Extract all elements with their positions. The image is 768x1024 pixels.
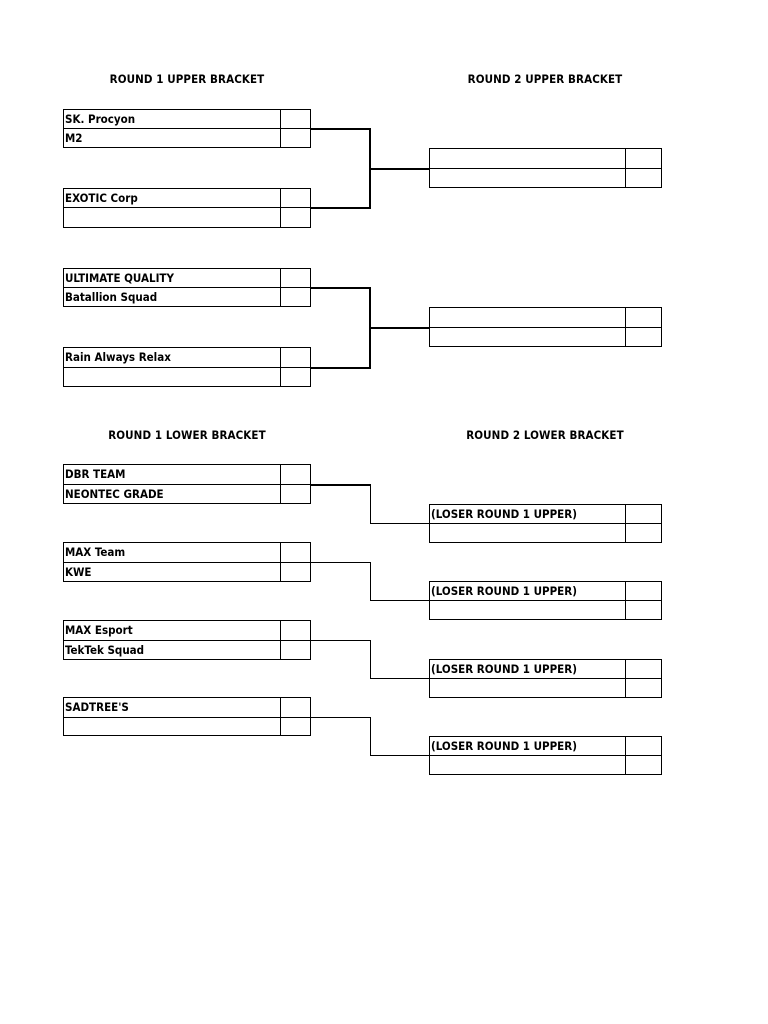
score-cell[interactable] [625, 736, 662, 756]
team-name-cell[interactable]: SADTREE'S [63, 697, 281, 718]
score-cell[interactable] [625, 755, 662, 775]
team-name-cell[interactable] [429, 523, 626, 543]
team-name-cell[interactable]: M2 [63, 128, 281, 148]
score-cell[interactable] [280, 562, 311, 582]
connector-line [370, 717, 371, 756]
connector-line [311, 717, 371, 718]
team-name-cell[interactable] [63, 717, 281, 736]
team-name-cell[interactable]: ULTIMATE QUALITY [63, 268, 281, 288]
team-name-cell[interactable] [429, 148, 626, 169]
connector-line [311, 207, 371, 209]
team-name-cell[interactable]: (LOSER ROUND 1 UPPER) [429, 581, 626, 601]
score-cell[interactable] [280, 464, 311, 485]
score-cell[interactable] [625, 327, 662, 347]
score-cell[interactable] [280, 287, 311, 307]
score-cell[interactable] [280, 128, 311, 148]
team-name-cell[interactable]: Rain Always Relax [63, 347, 281, 368]
score-cell[interactable] [280, 484, 311, 504]
score-cell[interactable] [625, 581, 662, 601]
connector-line [370, 600, 430, 601]
connector-line [370, 562, 371, 601]
connector-line [370, 523, 430, 524]
team-name-cell[interactable] [429, 600, 626, 620]
score-cell[interactable] [280, 697, 311, 718]
score-cell[interactable] [625, 148, 662, 169]
score-cell[interactable] [625, 307, 662, 328]
team-name-cell[interactable]: KWE [63, 562, 281, 582]
score-cell[interactable] [280, 367, 311, 387]
team-name-cell[interactable] [429, 755, 626, 775]
team-name-cell[interactable]: SK. Procyon [63, 109, 281, 129]
score-cell[interactable] [280, 268, 311, 288]
team-name-cell[interactable]: TekTek Squad [63, 640, 281, 660]
connector-line [369, 327, 430, 329]
team-name-cell[interactable] [429, 678, 626, 698]
score-cell[interactable] [280, 347, 311, 368]
team-name-cell[interactable]: MAX Team [63, 542, 281, 563]
team-name-cell[interactable] [429, 307, 626, 328]
score-cell[interactable] [280, 542, 311, 563]
team-name-cell[interactable]: (LOSER ROUND 1 UPPER) [429, 504, 626, 524]
score-cell[interactable] [280, 188, 311, 208]
score-cell[interactable] [280, 640, 311, 660]
connector-line [370, 640, 371, 679]
connector-line [370, 678, 430, 679]
round2-lower-heading: ROUND 2 LOWER BRACKET [466, 428, 624, 442]
score-cell[interactable] [280, 109, 311, 129]
score-cell[interactable] [625, 678, 662, 698]
team-name-cell[interactable] [63, 367, 281, 387]
score-cell[interactable] [280, 717, 311, 736]
connector-line [311, 287, 371, 289]
score-cell[interactable] [625, 600, 662, 620]
connector-line [311, 562, 371, 563]
team-name-cell[interactable]: NEONTEC GRADE [63, 484, 281, 504]
team-name-cell[interactable] [429, 168, 626, 188]
team-name-cell[interactable]: Batallion Squad [63, 287, 281, 307]
round1-lower-heading: ROUND 1 LOWER BRACKET [108, 428, 266, 442]
connector-line [311, 128, 371, 130]
score-cell[interactable] [280, 207, 311, 228]
score-cell[interactable] [625, 168, 662, 188]
score-cell[interactable] [625, 659, 662, 679]
team-name-cell[interactable] [429, 327, 626, 347]
team-name-cell[interactable]: DBR TEAM [63, 464, 281, 485]
score-cell[interactable] [280, 620, 311, 641]
connector-line [311, 367, 371, 369]
round1-upper-heading: ROUND 1 UPPER BRACKET [109, 72, 265, 86]
round2-upper-heading: ROUND 2 UPPER BRACKET [467, 72, 623, 86]
connector-line [369, 168, 430, 170]
score-cell[interactable] [625, 523, 662, 543]
connector-line [311, 640, 371, 641]
team-name-cell[interactable] [63, 207, 281, 228]
team-name-cell[interactable]: EXOTIC Corp [63, 188, 281, 208]
team-name-cell[interactable]: (LOSER ROUND 1 UPPER) [429, 659, 626, 679]
score-cell[interactable] [625, 504, 662, 524]
team-name-cell[interactable]: (LOSER ROUND 1 UPPER) [429, 736, 626, 756]
connector-line [370, 755, 430, 756]
connector-line [370, 484, 371, 524]
team-name-cell[interactable]: MAX Esport [63, 620, 281, 641]
connector-line [311, 484, 371, 486]
